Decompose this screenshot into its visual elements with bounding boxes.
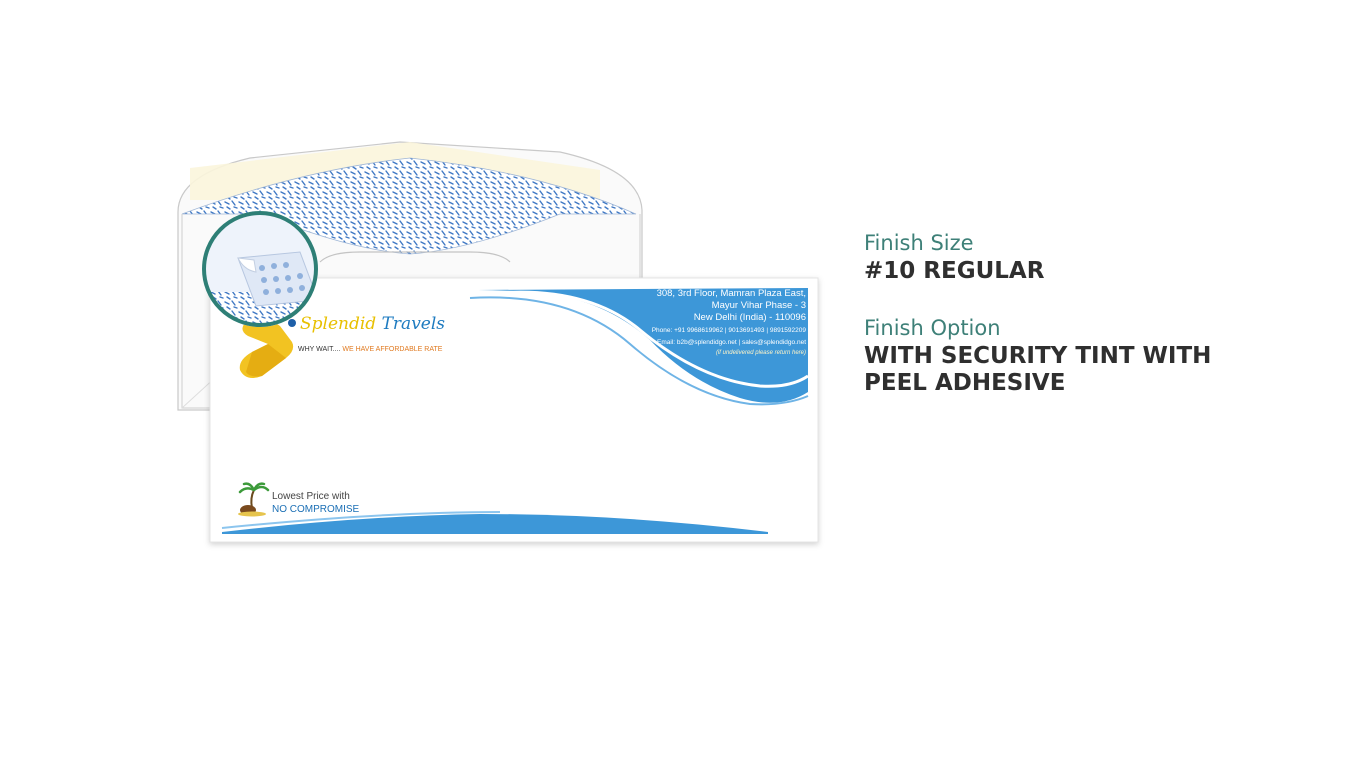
- header-swoosh: [469, 288, 809, 406]
- finish-option-value-line-2: PEEL ADHESIVE: [864, 370, 1066, 396]
- finish-size-value: #10 REGULAR: [864, 258, 1045, 284]
- address-note: (if undelivered please return here): [715, 350, 806, 356]
- brand-logo-mark: [239, 317, 296, 378]
- brand-name-part1: Splendid: [300, 314, 377, 334]
- finish-option-value-line-1: WITH SECURITY TINT WITH: [864, 343, 1212, 369]
- brand-name: Splendid Travels: [300, 314, 445, 334]
- peel-adhesive-lens: [202, 211, 318, 327]
- address-line-1: 308, 3rd Floor, Mamran Plaza East,: [656, 288, 806, 299]
- finish-option-label: Finish Option: [864, 316, 1001, 340]
- address-email: Email: b2b@splendidgo.net | sales@splend…: [657, 339, 806, 346]
- address-phone: Phone: +91 9968619962 | 9013691493 | 989…: [651, 327, 806, 334]
- footer-wave: [221, 511, 768, 534]
- palm-icon: [238, 482, 270, 517]
- address-line-2: Mayur Vihar Phase - 3: [711, 300, 806, 311]
- slogan-line-1: Lowest Price with: [272, 491, 350, 502]
- tagline-part2: WE HAVE AFFORDABLE RATE: [342, 346, 443, 353]
- brand-name-part2: Travels: [381, 314, 446, 334]
- footer-slogan: Lowest Price with NO COMPROMISE: [272, 490, 359, 516]
- spec-panel: Finish Size #10 REGULAR Finish Option WI…: [864, 228, 1284, 397]
- address-line-3: New Delhi (India) - 110096: [693, 312, 806, 323]
- return-address: 308, 3rd Floor, Mamran Plaza East, Mayur…: [560, 288, 806, 358]
- finish-size-label: Finish Size: [864, 231, 974, 255]
- slogan-line-2: NO COMPROMISE: [272, 504, 360, 515]
- tagline-part1: WHY WAIT....: [298, 346, 341, 353]
- brand-tagline: WHY WAIT.... WE HAVE AFFORDABLE RATE: [298, 346, 442, 353]
